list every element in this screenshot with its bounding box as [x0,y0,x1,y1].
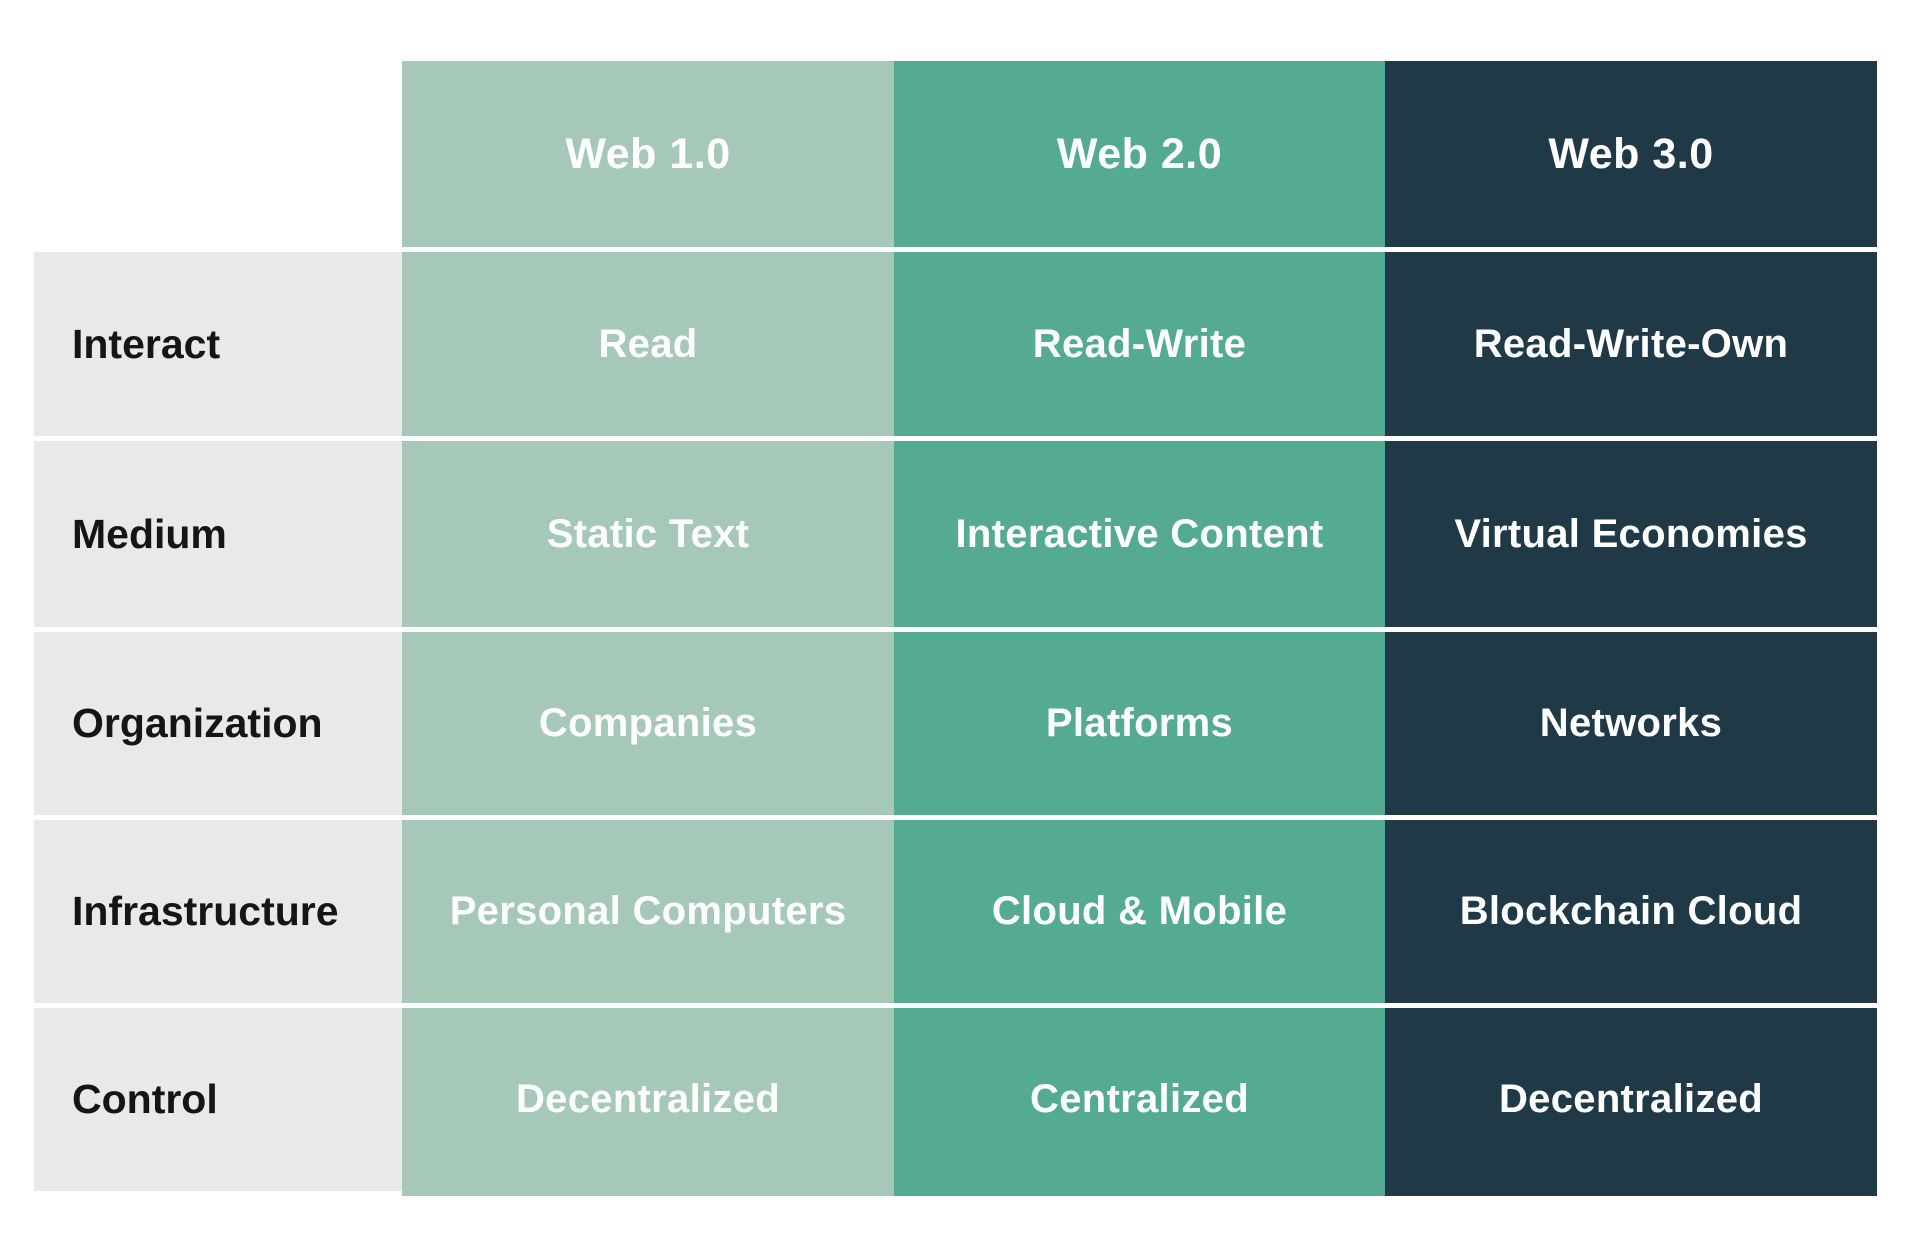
cell-web3-control: Decentralized [1499,1077,1763,1121]
table-row-control: Control Decentralized Centralized Decent… [34,1008,1877,1191]
table-row-medium: Medium Static Text Interactive Content V… [34,441,1877,627]
column-header-web2: Web 2.0 [1056,129,1223,178]
row-label: Infrastructure [72,888,339,934]
cell-web2-organization: Platforms [1045,701,1234,745]
cell-web1-medium: Static Text [546,511,750,556]
cell-web1-organization: Companies [538,701,758,745]
cell-web1-control: Decentralized [516,1077,780,1121]
cell-web3-organization: Networks [1539,701,1723,745]
table-row-infrastructure: Infrastructure Personal Computers Cloud … [34,820,1877,1003]
cell-web1-interact: Read [598,321,698,366]
row-separator [34,436,1877,441]
cell-web2-infrastructure: Cloud & Mobile [991,889,1288,933]
row-label: Control [72,1076,218,1122]
cell-web3-medium: Virtual Economies [1454,511,1808,556]
column-header-web3: Web 3.0 [1548,129,1714,178]
cell-web3-infrastructure: Blockchain Cloud [1459,889,1803,933]
cell-web2-interact: Read-Write [1032,321,1247,366]
row-separator [34,627,1877,632]
cell-web3-interact: Read-Write-Own [1473,321,1789,366]
table-row-organization: Organization Companies Platforms Network… [34,632,1877,815]
cell-web1-infrastructure: Personal Computers [449,889,847,933]
row-label: Medium [72,510,227,557]
column-header-web1: Web 1.0 [565,129,731,178]
row-separator [34,815,1877,820]
table-row-interact: Interact Read Read-Write Read-Write-Own [34,252,1877,436]
row-label: Interact [72,320,221,367]
row-separator [34,1003,1877,1008]
row-separator [34,247,1877,252]
cell-web2-medium: Interactive Content [955,511,1324,556]
row-label: Organization [72,700,323,746]
cell-web2-control: Centralized [1030,1077,1249,1121]
row-label-column-background [34,252,402,1191]
